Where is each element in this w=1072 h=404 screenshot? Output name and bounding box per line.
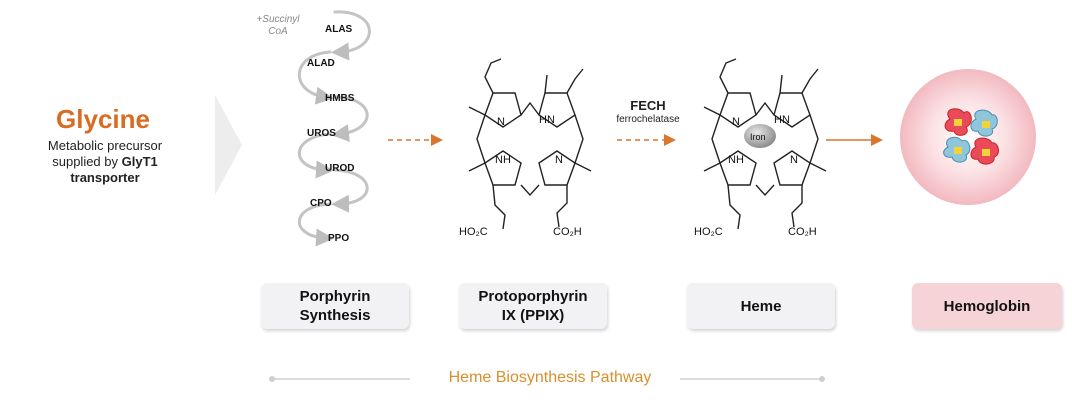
heme-pyrrole-tl — [719, 92, 757, 128]
ppix-line1: Protoporphyrin — [478, 288, 588, 305]
glycine-desc-line2: supplied by GlyT1 — [20, 154, 190, 170]
ppix-pyrrole-tr — [538, 92, 576, 128]
heme-vinyl-right — [801, 68, 819, 94]
enzyme-cascade — [297, 10, 371, 247]
hemoglobin-illustration — [900, 69, 1036, 205]
hemoglobin-card-label: Hemoglobin — [943, 297, 1031, 315]
ppix-left-acid: HO₂C — [459, 226, 488, 238]
card-porphyrin-synthesis: Porphyrin Synthesis — [261, 283, 409, 329]
chevron-shape — [215, 95, 242, 195]
heme-methyl-bl — [703, 162, 721, 172]
ppix-n-label: N — [497, 116, 505, 128]
ppix-propionate-right — [556, 185, 568, 228]
ppix-bridge-bottom — [520, 184, 540, 197]
ppix-pyrrole-br — [538, 150, 576, 186]
enzyme-hmbs: HMBS — [325, 93, 355, 104]
heme-n2-label: N — [790, 154, 798, 166]
ppix-methyl-top — [544, 74, 548, 94]
glycine-desc-prefix: supplied by — [52, 154, 122, 169]
succinyl-line1: +Succinyl — [256, 14, 300, 25]
heme-bridge-bottom — [755, 184, 775, 197]
iron-label: Iron — [750, 132, 766, 142]
ppix-line2: IX (PPIX) — [501, 307, 565, 324]
ppix-nh-label: NH — [495, 154, 511, 166]
card-heme: Heme — [687, 283, 835, 329]
heme-card-label: Heme — [740, 297, 782, 315]
heme-pyrrole-br — [773, 150, 811, 186]
ppix-bridge-left — [476, 114, 486, 164]
enzyme-urod: UROD — [325, 163, 355, 174]
cell-sphere — [900, 69, 1036, 205]
fech-label: FECH — [630, 98, 666, 113]
heme-pyrrole-bl — [719, 150, 757, 186]
porphyrin-line2: Synthesis — [299, 307, 371, 324]
enzyme-alad: ALAD — [307, 58, 335, 69]
heme-nh-label: NH — [728, 154, 744, 166]
ppix-pyrrole-tl — [484, 92, 522, 128]
ppix-vinyl-right — [566, 68, 584, 94]
ppix-methyl-left — [468, 106, 486, 116]
ppix-bridge-top — [520, 101, 540, 116]
enzyme-ppo: PPO — [328, 233, 350, 244]
glyt1-label: GlyT1 — [121, 154, 158, 169]
heme-methyl-top — [779, 74, 783, 94]
ppix-molecule: N HN NH N HO₂C CO₂H — [459, 58, 592, 238]
ppix-methyl-br — [574, 162, 592, 172]
cascade-arc-1 — [331, 10, 371, 61]
hemoglobin-protein — [943, 108, 999, 165]
ppix-vinyl-left — [484, 58, 502, 94]
ppix-bridge-right — [574, 114, 584, 164]
heme-hn-label: HN — [774, 114, 790, 126]
heme-methyl-br — [809, 162, 827, 172]
cascade-arc-6 — [297, 202, 334, 247]
succinyl-line2: CoA — [268, 26, 288, 37]
pathway-dot-right — [819, 376, 825, 382]
cascade-arc-3 — [331, 95, 369, 142]
ppix-pyrrole-bl — [484, 150, 522, 186]
heme-molecule: Iron N HN NH N HO₂C CO₂H — [694, 58, 827, 238]
pathway-label: Heme Biosynthesis Pathway — [448, 369, 652, 386]
heme-vinyl-left — [719, 58, 737, 94]
card-hemoglobin: Hemoglobin — [912, 283, 1062, 329]
enzyme-cpo: CPO — [310, 198, 332, 209]
glycine-desc-line3: transporter — [70, 170, 140, 185]
pathway-dot-left — [269, 376, 275, 382]
heme-bridge-left — [711, 114, 721, 164]
succinyl-coa-label: +Succinyl CoA — [248, 14, 308, 38]
ppix-right-acid: CO₂H — [553, 226, 582, 238]
card-ppix: Protoporphyrin IX (PPIX) — [459, 283, 607, 329]
ppix-methyl-bl — [468, 162, 486, 172]
heme-propionate-left — [727, 184, 741, 230]
heme-methyl-left — [703, 106, 721, 116]
heme-bridge-top — [755, 101, 775, 116]
heme-pyrrole-tr — [773, 92, 811, 128]
iron-atom — [744, 124, 776, 148]
porphyrin-line1: Porphyrin — [299, 288, 371, 305]
heme-left-acid: HO₂C — [694, 226, 723, 238]
cascade-arc-4 — [297, 132, 334, 179]
ppix-n2-label: N — [555, 154, 563, 166]
enzyme-uros: UROS — [307, 128, 336, 139]
heme-n-label: N — [732, 116, 740, 128]
heme-right-acid: CO₂H — [788, 226, 817, 238]
ferrochelatase-label: ferrochelatase — [616, 114, 680, 125]
heme-bridge-right — [809, 114, 819, 164]
enzyme-alas: ALAS — [325, 24, 353, 35]
heme-propionate-right — [791, 185, 803, 228]
glycine-title: Glycine — [56, 104, 150, 134]
cascade-arc-2 — [297, 50, 334, 105]
glycine-description: Metabolic precursor supplied by GlyT1 tr… — [20, 138, 190, 186]
cascade-arc-5 — [331, 168, 369, 213]
ppix-propionate-left — [492, 184, 506, 230]
glycine-desc-line1: Metabolic precursor — [47, 138, 163, 153]
ppix-hn-label: HN — [539, 114, 555, 126]
